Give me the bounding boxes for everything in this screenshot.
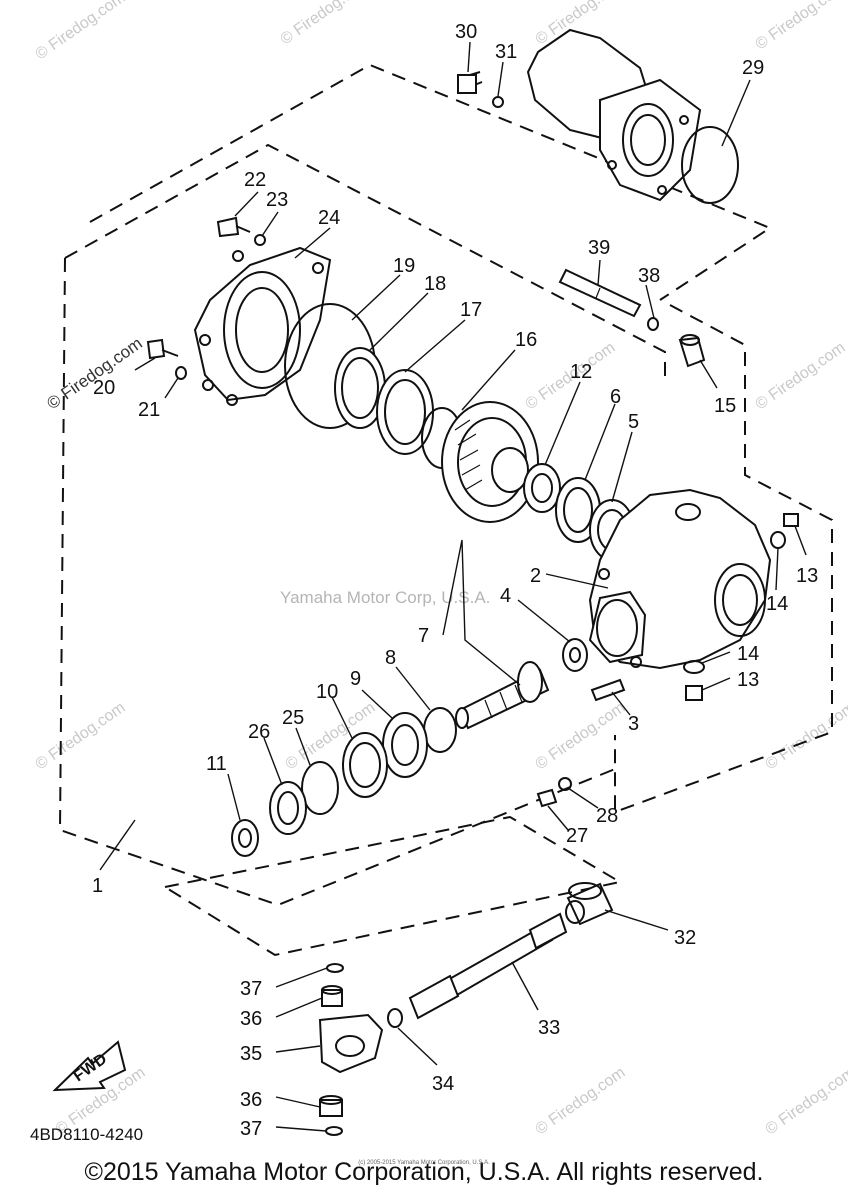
watermark: © Firedog.com xyxy=(278,0,374,48)
leader-lines xyxy=(99,41,807,1132)
callout-13b: 13 xyxy=(737,669,759,691)
watermark: © Firedog.com xyxy=(753,339,848,413)
callout-36b: 36 xyxy=(240,1089,262,1111)
watermark: © Firedog.com xyxy=(763,699,848,773)
callout-15: 15 xyxy=(714,395,736,417)
callout-37b: 37 xyxy=(240,1118,262,1140)
callout-labels: 1 2 3 4 5 6 7 8 9 10 11 12 13 13 14 14 1… xyxy=(30,21,818,1144)
callout-24: 24 xyxy=(318,207,340,229)
watermark: © Firedog.com xyxy=(753,0,848,53)
callout-21: 21 xyxy=(138,399,160,421)
callout-27: 27 xyxy=(566,825,588,847)
ring-gear xyxy=(441,401,539,523)
callout-5: 5 xyxy=(628,411,639,433)
bearing-9 xyxy=(382,712,428,778)
assembly-outlines xyxy=(58,63,833,957)
callout-3: 3 xyxy=(628,713,639,735)
oil-seal-11 xyxy=(231,819,259,857)
copyright-notice: ©2015 Yamaha Motor Corporation, U.S.A. A… xyxy=(84,1158,764,1186)
watermark: © Firedog.com xyxy=(33,0,129,63)
callout-39: 39 xyxy=(588,237,610,259)
breather-pipe xyxy=(558,268,706,368)
callout-10: 10 xyxy=(316,681,338,703)
callout-32: 32 xyxy=(674,927,696,949)
stud-nut-washer xyxy=(536,678,626,808)
oil-seal-18 xyxy=(334,347,386,429)
callout-11: 11 xyxy=(206,753,227,775)
breather-housing xyxy=(457,28,739,204)
callout-34: 34 xyxy=(432,1073,454,1095)
callout-20: 20 xyxy=(93,377,115,399)
forward-arrow-icon: FWD xyxy=(52,1040,127,1092)
coupling-32 xyxy=(565,882,614,926)
bearing-4 xyxy=(562,638,588,672)
gear-case-housing xyxy=(588,488,772,670)
callout-19: 19 xyxy=(393,255,415,277)
needle-bearing-26 xyxy=(269,781,307,835)
callout-18: 18 xyxy=(424,273,446,295)
callout-14b: 14 xyxy=(737,643,759,665)
drive-shaft-33 xyxy=(408,912,568,1020)
callout-14a: 14 xyxy=(766,593,788,615)
callout-38: 38 xyxy=(638,265,660,287)
small-print: (c) 2005-2015 Yamaha Motor Corporation, … xyxy=(358,1160,490,1166)
washer-12 xyxy=(523,463,561,513)
callout-30: 30 xyxy=(455,21,477,43)
callout-4: 4 xyxy=(500,585,511,607)
callout-33: 33 xyxy=(538,1017,560,1039)
callout-31: 31 xyxy=(495,41,517,63)
outline-right-side xyxy=(614,304,833,814)
shim-8 xyxy=(423,707,457,753)
outline-main-housing xyxy=(64,143,666,378)
callout-22: 22 xyxy=(244,169,266,191)
callout-9: 9 xyxy=(350,668,361,690)
center-watermark: Yamaha Motor Corp, U.S.A. xyxy=(280,588,490,607)
callout-7: 7 xyxy=(418,625,429,647)
drawing-code: 4BD8110-4240 xyxy=(30,1125,143,1144)
callout-13a: 13 xyxy=(796,565,818,587)
watermark-dark: © Firedog.com xyxy=(43,334,145,414)
callout-12: 12 xyxy=(570,361,592,383)
watermark: © Firedog.com xyxy=(763,1064,848,1138)
housing-cover xyxy=(146,216,332,406)
callout-2: 2 xyxy=(530,565,541,587)
plug-bolts xyxy=(683,513,799,701)
callout-28: 28 xyxy=(596,805,618,827)
bearing-retainer-10 xyxy=(342,732,388,798)
watermark: © Firedog.com xyxy=(533,1064,629,1138)
callout-37a: 37 xyxy=(240,978,262,1000)
callout-26: 26 xyxy=(248,721,270,743)
pinion-shaft xyxy=(455,661,550,730)
outline-left-side xyxy=(58,257,621,907)
callout-29: 29 xyxy=(742,57,764,79)
callout-25: 25 xyxy=(282,707,304,729)
circlip-25 xyxy=(301,761,339,815)
circlip-34 xyxy=(387,1008,403,1028)
callout-1: 1 xyxy=(92,875,103,897)
callout-6: 6 xyxy=(610,386,621,408)
universal-joint xyxy=(318,963,384,1136)
watermark: © Firedog.com xyxy=(33,699,129,773)
callout-17: 17 xyxy=(460,299,482,321)
callout-35: 35 xyxy=(240,1043,262,1065)
callout-8: 8 xyxy=(385,647,396,669)
outline-breather-group xyxy=(89,63,773,301)
bearing-17 xyxy=(376,369,434,455)
callout-16: 16 xyxy=(515,329,537,351)
callout-23: 23 xyxy=(266,189,288,211)
outline-shaft-group xyxy=(164,815,623,957)
callout-36a: 36 xyxy=(240,1008,262,1030)
